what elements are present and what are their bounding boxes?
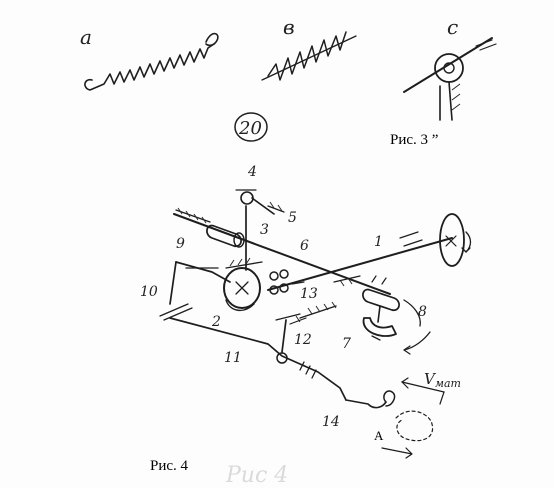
vertical-rod	[235, 189, 285, 271]
part-label-10: 10	[140, 284, 158, 300]
label-b: в	[283, 15, 295, 39]
part-label-13: 13	[300, 286, 318, 302]
label-a: а	[80, 25, 92, 49]
support-13	[299, 301, 337, 319]
label-c: с	[447, 15, 458, 39]
part-label-1: 1	[374, 234, 383, 250]
part-label-8: 8	[418, 304, 427, 320]
pivot-joint-c	[403, 37, 497, 121]
velocity-label: Vмат	[424, 370, 461, 390]
shaft-1	[267, 231, 453, 291]
velocity-symbol: V	[424, 370, 437, 388]
tension-spring-a	[84, 32, 219, 91]
compression-spring-b	[261, 31, 357, 81]
part-label-5: 5	[288, 210, 297, 226]
yoke-7-8	[362, 275, 431, 355]
part-label-3: 3	[260, 222, 269, 238]
lever-9-10	[159, 261, 231, 321]
part-label-11: 11	[224, 350, 242, 366]
part-label-14: 14	[322, 414, 340, 430]
part-label-12: 12	[294, 332, 312, 348]
ghost-caption: Рис 4	[225, 463, 288, 488]
fig3-caption: Рис. 3 ”	[390, 132, 438, 148]
part-label-7: 7	[342, 336, 351, 352]
end-effector-14	[345, 390, 434, 459]
part-label-6: 6	[300, 238, 309, 254]
circled-number: 20	[238, 118, 262, 139]
rollers	[269, 269, 361, 295]
number-circle	[234, 112, 268, 142]
part-label-2: 2	[211, 314, 221, 330]
wheel-2	[223, 257, 263, 311]
part-label-4: 4	[247, 164, 257, 180]
point-a-label: A	[374, 428, 384, 443]
link-11	[169, 313, 347, 401]
slider-3	[206, 224, 245, 248]
part-label-9: 9	[176, 236, 185, 252]
velocity-arrow	[401, 377, 445, 405]
fig4-caption: Рис. 4	[150, 458, 189, 474]
bar-6	[173, 207, 391, 295]
velocity-subscript: мат	[435, 377, 461, 390]
disc-right	[439, 213, 472, 267]
